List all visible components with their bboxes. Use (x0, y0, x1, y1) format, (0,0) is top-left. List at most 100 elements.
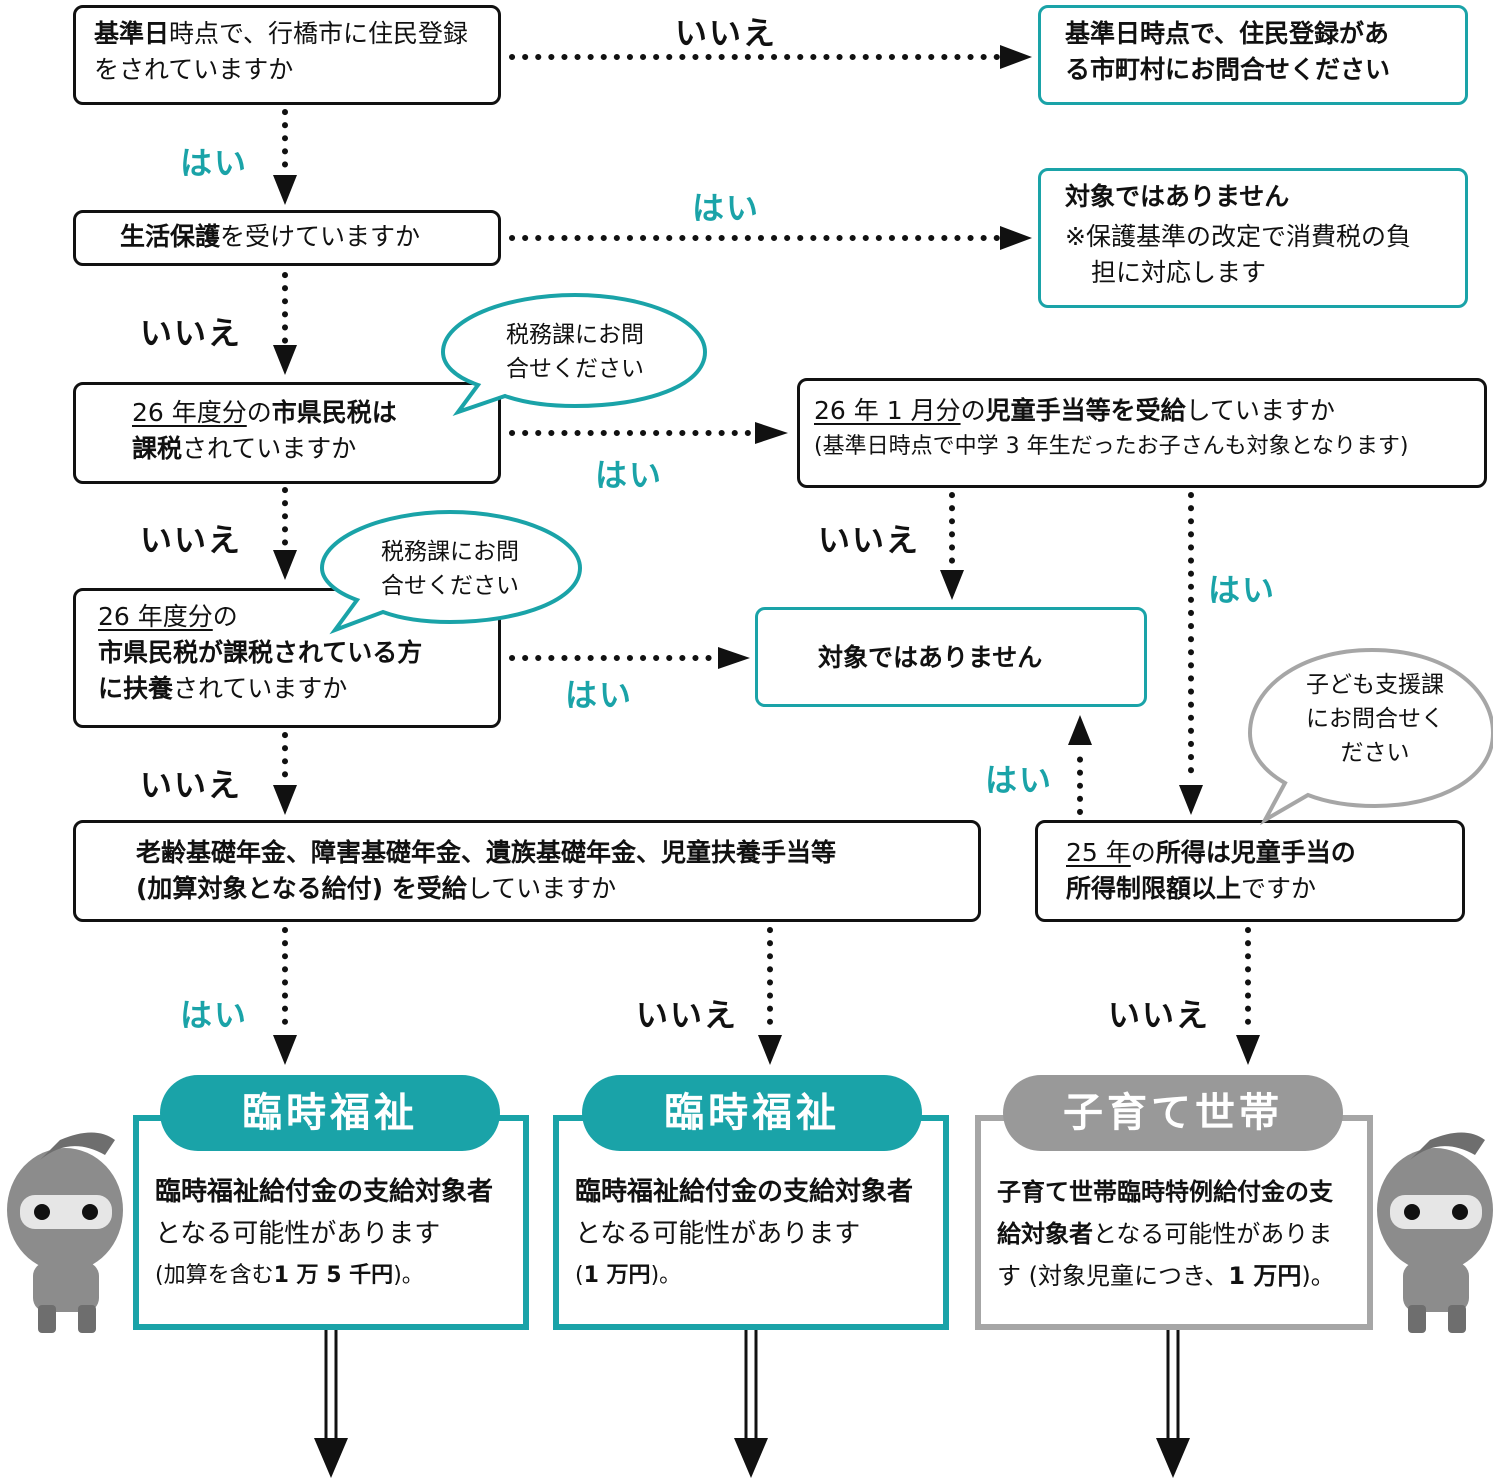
bubble2-line2: 合せください (381, 573, 519, 599)
r2-title: 対象ではありません (1065, 182, 1290, 211)
q2-box: 生活保護を受けていますか (73, 210, 501, 266)
res3-bold: 子育て世帯臨時特例給付金の支給対象者 (997, 1178, 1333, 1248)
label-no-5: いいえ (140, 766, 243, 804)
arrowhead-q4 (755, 422, 788, 444)
r1-box: 基準日時点で、住民登録があ る市町村にお問合せください (1038, 5, 1468, 105)
bubble3-line2: にお問合せく (1306, 706, 1444, 732)
q1-box: 基準日時点で、行橋市に住民登録をされていますか (73, 5, 501, 105)
q3-text: されていますか (182, 434, 357, 463)
bubble3-text: 子ども支援課 にお問合せく ださい (1280, 668, 1470, 770)
label-yes-2: はい (692, 189, 761, 227)
q5-bold1: 市県民税が課税されている方 (98, 638, 423, 667)
down-arrow-2 (734, 1438, 768, 1478)
res1-text: となる可能性があります (155, 1219, 441, 1249)
res3-text: となる可能性があります (対象児童につき、 (997, 1220, 1333, 1290)
label-yes-1: はい (180, 144, 249, 182)
res2-note-pre: ( (575, 1263, 584, 1288)
res1-bold: 臨時福祉給付金の支給対象者 (155, 1177, 494, 1207)
arrowhead-r5 (718, 647, 750, 669)
label-no-2: いいえ (140, 314, 243, 352)
arrowhead-r5-top (940, 570, 964, 600)
bubble1-text: 税務課にお問 合せください (470, 318, 680, 386)
res1-note-post: )。 (393, 1263, 424, 1288)
label-no-7: いいえ (1108, 996, 1211, 1034)
down-arrow-3 (1156, 1438, 1190, 1478)
r1-line2: る市町村にお問合せください (1065, 55, 1391, 84)
q5-mid: の (212, 602, 238, 631)
q7-bold1: 所得は児童手当の (1155, 838, 1356, 867)
q7-bold2: 所得制限額以上 (1066, 874, 1242, 903)
bubble3-line3: ださい (1340, 740, 1410, 766)
arrowhead-r5-bottom (1068, 715, 1092, 745)
bubble2-line1: 税務課にお問 (381, 539, 519, 565)
res2-amount: 1 万円 (583, 1263, 651, 1288)
arrowhead-q5 (273, 550, 297, 580)
r5-box: 対象ではありません (755, 607, 1147, 707)
r2-note1: ※保護基準の改定で消費税の負 (1065, 222, 1411, 251)
arrowhead-r2 (1000, 226, 1032, 250)
q2-bold: 生活保護 (120, 222, 221, 251)
arrowhead-q2 (273, 175, 297, 205)
result-tab-2: 臨時福祉 (582, 1075, 922, 1151)
label-yes-7: はい (180, 996, 249, 1034)
bubble1-line2: 合せください (506, 356, 644, 382)
q4-note: (基準日時点で中学 3 年生だったお子さんも対象となります) (814, 434, 1409, 459)
ninja-left (7, 1132, 123, 1333)
bubble1-shape (440, 292, 708, 416)
q3-mid: の (246, 398, 272, 427)
q7-mid: の (1130, 838, 1156, 867)
bubble1-line1: 税務課にお問 (506, 322, 644, 348)
arrowhead-r1 (1000, 45, 1032, 69)
label-no-1: いいえ (675, 14, 778, 52)
label-yes-5: はい (565, 676, 634, 714)
result-tab-1: 臨時福祉 (160, 1075, 500, 1151)
res3-amount: 1 万円 (1228, 1262, 1302, 1290)
q5-text: されていますか (173, 674, 348, 703)
bubble2-shape (319, 509, 583, 635)
q3-box: 26 年度分の市県民税は 課税されていますか (73, 382, 501, 484)
bubble2-text: 税務課にお問 合せください (345, 535, 555, 603)
r1-line1: 基準日時点で、住民登録があ (1065, 19, 1390, 48)
res1-note-pre: (加算を含む (155, 1263, 274, 1288)
q6-line1: 老齢基礎年金、障害基礎年金、遺族基礎年金、児童扶養手当等 (136, 838, 837, 867)
down-arrow-1 (314, 1438, 348, 1478)
result-tab-3: 子育て世帯 (1003, 1075, 1343, 1151)
q6-bold2: (加算対象となる給付) を受給 (136, 874, 467, 903)
arrowhead-res3 (1236, 1035, 1260, 1065)
q4-text: していますか (1185, 396, 1335, 425)
label-no-6: いいえ (636, 996, 739, 1034)
arrowhead-q3 (273, 345, 297, 375)
bubble3-shape (1247, 647, 1493, 826)
r2-box: 対象ではありません ※保護基準の改定で消費税の負 担に対応します (1038, 168, 1468, 308)
q4-box: 26 年 1 月分の児童手当等を受給していますか (基準日時点で中学 3 年生だ… (797, 378, 1487, 488)
q6-text: していますか (466, 874, 617, 903)
q1-bold: 基準日 (94, 19, 170, 48)
q4-bold: 児童手当等を受給 (985, 396, 1186, 425)
arrowhead-q7 (1179, 785, 1203, 815)
res2-bold: 臨時福祉給付金の支給対象者 (575, 1177, 914, 1207)
res2-note-post: )。 (650, 1263, 682, 1288)
r2-note2: 担に対応します (1091, 258, 1267, 287)
res2-text: となる可能性があります (575, 1219, 861, 1249)
q2-text: を受けていますか (220, 222, 421, 251)
q4-mid: の (960, 396, 986, 425)
label-yes-4: はい (1208, 571, 1277, 609)
q3-bold2: 課税 (132, 434, 183, 463)
res1-amount: 1 万 5 千円 (273, 1263, 394, 1288)
ninja-right (1377, 1132, 1493, 1333)
q1-text: 時点で、行橋市に住民登録をされていますか (94, 19, 469, 84)
r5-text: 対象ではありません (818, 643, 1043, 672)
res3-note-post: )。 (1301, 1262, 1335, 1290)
q3-bold1: 市県民税は (271, 398, 397, 427)
q7-underlined: 25 年 (1066, 838, 1131, 867)
label-no-4: いいえ (818, 521, 921, 559)
q3-underlined: 26 年度分 (132, 398, 247, 427)
arrowhead-q6 (273, 785, 297, 815)
label-yes-6: はい (985, 761, 1054, 799)
q5-bold2: に扶養 (98, 674, 174, 703)
q7-text: ですか (1241, 874, 1317, 903)
q6-box: 老齢基礎年金、障害基礎年金、遺族基礎年金、児童扶養手当等 (加算対象となる給付)… (73, 820, 981, 922)
bubble3-line1: 子ども支援課 (1306, 672, 1444, 698)
arrowhead-res2 (758, 1035, 782, 1065)
